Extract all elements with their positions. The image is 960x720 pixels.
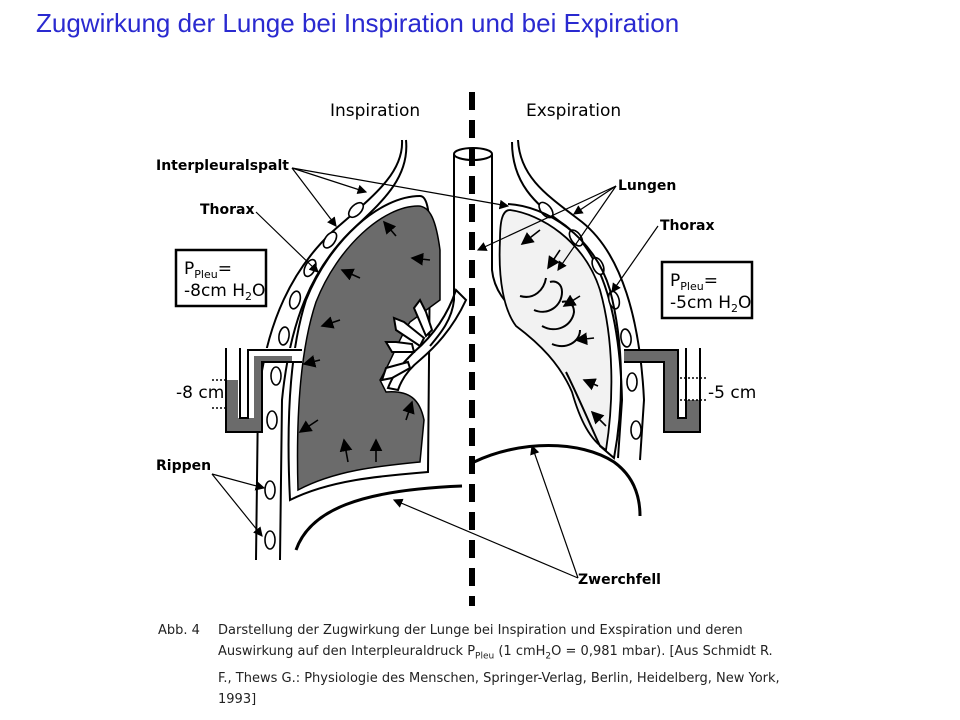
svg-text:-5cm H2O: -5cm H2O xyxy=(670,293,751,315)
arrows-right xyxy=(520,229,607,427)
svg-text:PPleu=: PPleu= xyxy=(184,259,232,281)
manometer-right xyxy=(624,348,706,433)
diaphragm-right xyxy=(473,444,642,517)
label-level-left: -8 cm xyxy=(176,383,224,403)
svg-text:PPleu=: PPleu= xyxy=(670,271,718,293)
lung-inspiration xyxy=(296,205,441,492)
inspiration-label: Inspiration xyxy=(330,101,420,121)
caption-line-3: F., Thews G.: Physiologie des Menschen, … xyxy=(218,670,780,686)
slide-title: Zugwirkung der Lunge bei Inspiration und… xyxy=(36,8,680,38)
label-zwerchfell: Zwerchfell xyxy=(578,572,661,588)
figure-caption: Abb. 4 Darstellung der Zugwirkung der Lu… xyxy=(158,620,808,710)
label-lungen: Lungen xyxy=(618,178,676,194)
manometer-left xyxy=(212,348,302,433)
pressure-box-right: PPleu= -5cm H2O xyxy=(660,260,754,320)
svg-text:-8cm H2O: -8cm H2O xyxy=(184,281,265,303)
caption-number: Abb. 4 xyxy=(158,623,200,638)
bronchi-left xyxy=(380,288,468,392)
label-interpleuralspalt: Interpleuralspalt xyxy=(156,158,289,174)
pressure-box-left: PPleu= -8cm H2O xyxy=(174,248,268,308)
label-rippen: Rippen xyxy=(156,458,211,474)
label-level-right: -5 cm xyxy=(708,383,756,403)
arrows-left xyxy=(298,220,431,463)
caption-line-4: 1993] xyxy=(218,691,257,707)
pleural-outline-right xyxy=(507,203,623,460)
label-thorax-right: Thorax xyxy=(660,218,715,234)
label-thorax-left: Thorax xyxy=(200,202,255,218)
diaphragm-left xyxy=(294,484,463,551)
leader-lines xyxy=(211,167,659,579)
expiration-label: Exspiration xyxy=(526,101,621,121)
caption-line-1: Darstellung der Zugwirkung der Lunge bei… xyxy=(218,623,743,638)
caption-line-2: Auswirkung auf den Interpleuraldruck PPl… xyxy=(218,644,773,662)
